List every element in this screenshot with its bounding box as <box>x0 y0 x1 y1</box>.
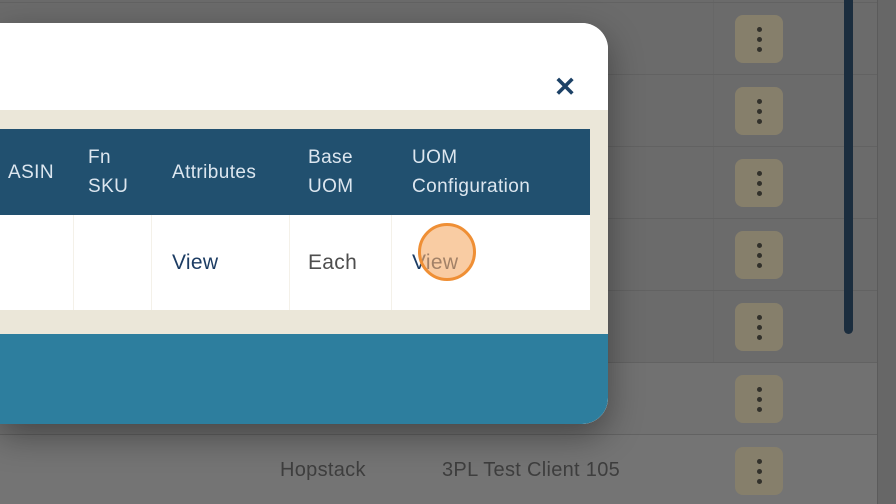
column-header-asin: ASIN <box>8 161 54 183</box>
table-row <box>0 2 896 74</box>
row-actions-menu-button[interactable] <box>735 375 783 423</box>
uom-table: ASIN Fn SKU Attributes Base UOM UOM Conf… <box>0 129 590 310</box>
column-header-fn-sku: Fn SKU <box>88 147 129 197</box>
scrollbar-track <box>877 0 896 504</box>
table-row: Hopstack 3PL Test Client 105 <box>0 434 896 504</box>
row-actions-menu-button[interactable] <box>735 303 783 351</box>
uom-configuration-cell: View <box>392 215 590 310</box>
kebab-icon <box>756 242 762 268</box>
base-uom-value: Each <box>308 250 358 274</box>
attributes-view-link[interactable]: View <box>172 250 219 274</box>
scrollbar-thumb[interactable] <box>844 0 853 334</box>
base-uom-cell: Each <box>290 215 392 310</box>
kebab-icon <box>756 314 762 340</box>
row-actions-menu-button[interactable] <box>735 231 783 279</box>
close-button[interactable]: ✕ <box>547 69 583 105</box>
column-divider <box>713 0 714 504</box>
kebab-icon <box>756 98 762 124</box>
fn-sku-cell <box>74 215 152 310</box>
column-header-attributes: Attributes <box>172 161 257 183</box>
kebab-icon <box>756 386 762 412</box>
uom-table-data-row: View Each View <box>0 215 590 310</box>
column-header-uom-configuration: UOM Configuration <box>412 147 531 197</box>
column-header-base-uom: Base UOM <box>308 147 354 197</box>
row-actions-menu-button[interactable] <box>735 447 783 495</box>
close-icon: ✕ <box>553 71 577 102</box>
product-details-modal: ✕ ASIN Fn SKU Attributes Base UOM UOM Co… <box>0 23 608 424</box>
modal-body: ASIN Fn SKU Attributes Base UOM UOM Conf… <box>0 110 608 334</box>
brand-cell: Hopstack <box>280 459 366 481</box>
kebab-icon <box>756 458 762 484</box>
row-actions-menu-button[interactable] <box>735 159 783 207</box>
kebab-icon <box>756 170 762 196</box>
modal-header: ✕ <box>0 23 608 110</box>
row-actions-menu-button[interactable] <box>735 15 783 63</box>
kebab-icon <box>756 26 762 52</box>
client-cell: 3PL Test Client 105 <box>442 459 621 481</box>
modal-footer <box>0 334 608 424</box>
uom-configuration-view-link[interactable]: View <box>412 250 459 274</box>
asin-cell <box>0 215 74 310</box>
row-actions-menu-button[interactable] <box>735 87 783 135</box>
attributes-cell: View <box>152 215 290 310</box>
uom-table-header-row: ASIN Fn SKU Attributes Base UOM UOM Conf… <box>0 129 590 215</box>
